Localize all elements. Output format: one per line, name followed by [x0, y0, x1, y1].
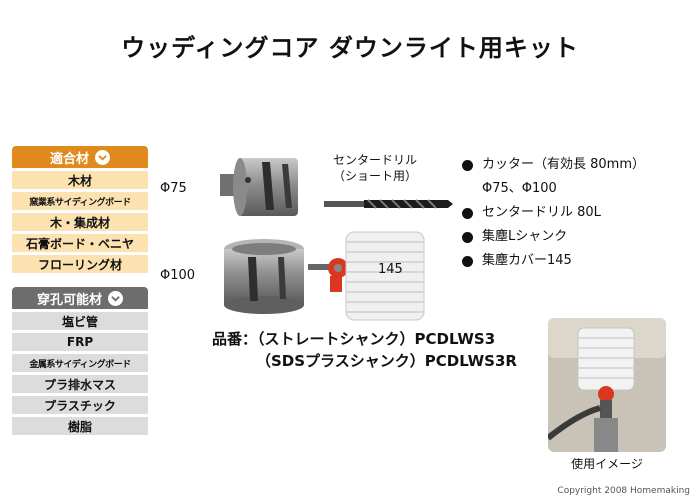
spec-cutter: カッター（有効長 80mm）: [482, 157, 646, 172]
drillable-item: 塩ビ管: [12, 312, 148, 330]
spec-shank: 集塵Lシャンク: [482, 229, 568, 244]
spec-center-drill: センタードリル 80L: [482, 205, 601, 220]
spec-cover: 集塵カバー145: [482, 253, 572, 268]
kit-contents-list: カッター（有効長 80mm） Φ75、Φ100 センタードリル 80L 集塵Lシ…: [462, 153, 645, 273]
suitable-materials-panel: 適合材 木材 窯業系サイディングボード 木・集成材 石膏ボード・ベニヤ フローリ…: [12, 146, 148, 273]
suitable-item: 石膏ボード・ベニヤ: [12, 234, 148, 252]
suitable-item: フローリング材: [12, 255, 148, 273]
dust-shank-image: [308, 258, 348, 292]
drillable-item: 金属系サイディングボード: [12, 354, 148, 372]
drillable-materials-header: 穿孔可能材: [12, 287, 148, 309]
drillable-header-label: 穿孔可能材: [36, 292, 102, 308]
center-drill-label-line2: （ショート用）: [333, 169, 418, 183]
suitable-item: 窯業系サイディングボード: [12, 192, 148, 210]
size-100-label: Φ100: [160, 268, 196, 283]
page-title: ウッディングコア ダウンライト用キット: [121, 34, 579, 62]
chevron-down-icon: [95, 149, 110, 165]
part-numbers: 品番：（ストレートシャンク）PCDLWS3 （SDSプラスシャンク）PCDLWS…: [212, 328, 517, 372]
suitable-header-label: 適合材: [49, 151, 89, 167]
spec-cutter-sizes: Φ75、Φ100: [482, 181, 557, 196]
chevron-down-icon: [108, 290, 123, 306]
usage-photo: [548, 318, 666, 452]
drillable-item: プラ排水マス: [12, 375, 148, 393]
drillable-item: プラスチック: [12, 396, 148, 414]
bullet-icon: [462, 231, 473, 243]
center-drill-label-line1: センタードリル: [333, 153, 418, 167]
part-number-sds: （SDSプラスシャンク）PCDLWS3R: [256, 352, 517, 370]
bullet-icon: [462, 255, 473, 267]
center-drill-image: [324, 199, 453, 209]
dust-cover-image: [345, 231, 425, 321]
size-75-label: Φ75: [160, 181, 187, 196]
suitable-item: 木・集成材: [12, 213, 148, 231]
drillable-item: FRP: [12, 333, 148, 351]
core-cutter-75-image: [220, 158, 298, 216]
copyright-text: Copyright 2008 Homemaking: [557, 486, 690, 496]
drillable-item: 樹脂: [12, 417, 148, 435]
bullet-icon: [462, 159, 473, 171]
usage-photo-caption: 使用イメージ: [571, 457, 643, 471]
suitable-item: 木材: [12, 171, 148, 189]
core-cutter-100-image: [224, 239, 304, 314]
part-number-straight: 品番：（ストレートシャンク）PCDLWS3: [212, 330, 496, 348]
center-drill-label: センタードリル （ショート用）: [333, 152, 417, 184]
drillable-materials-panel: 穿孔可能材 塩ビ管 FRP 金属系サイディングボード プラ排水マス プラスチック…: [12, 287, 148, 435]
bullet-icon: [462, 207, 473, 219]
suitable-materials-header: 適合材: [12, 146, 148, 168]
cover-size-label: 145: [378, 262, 403, 277]
